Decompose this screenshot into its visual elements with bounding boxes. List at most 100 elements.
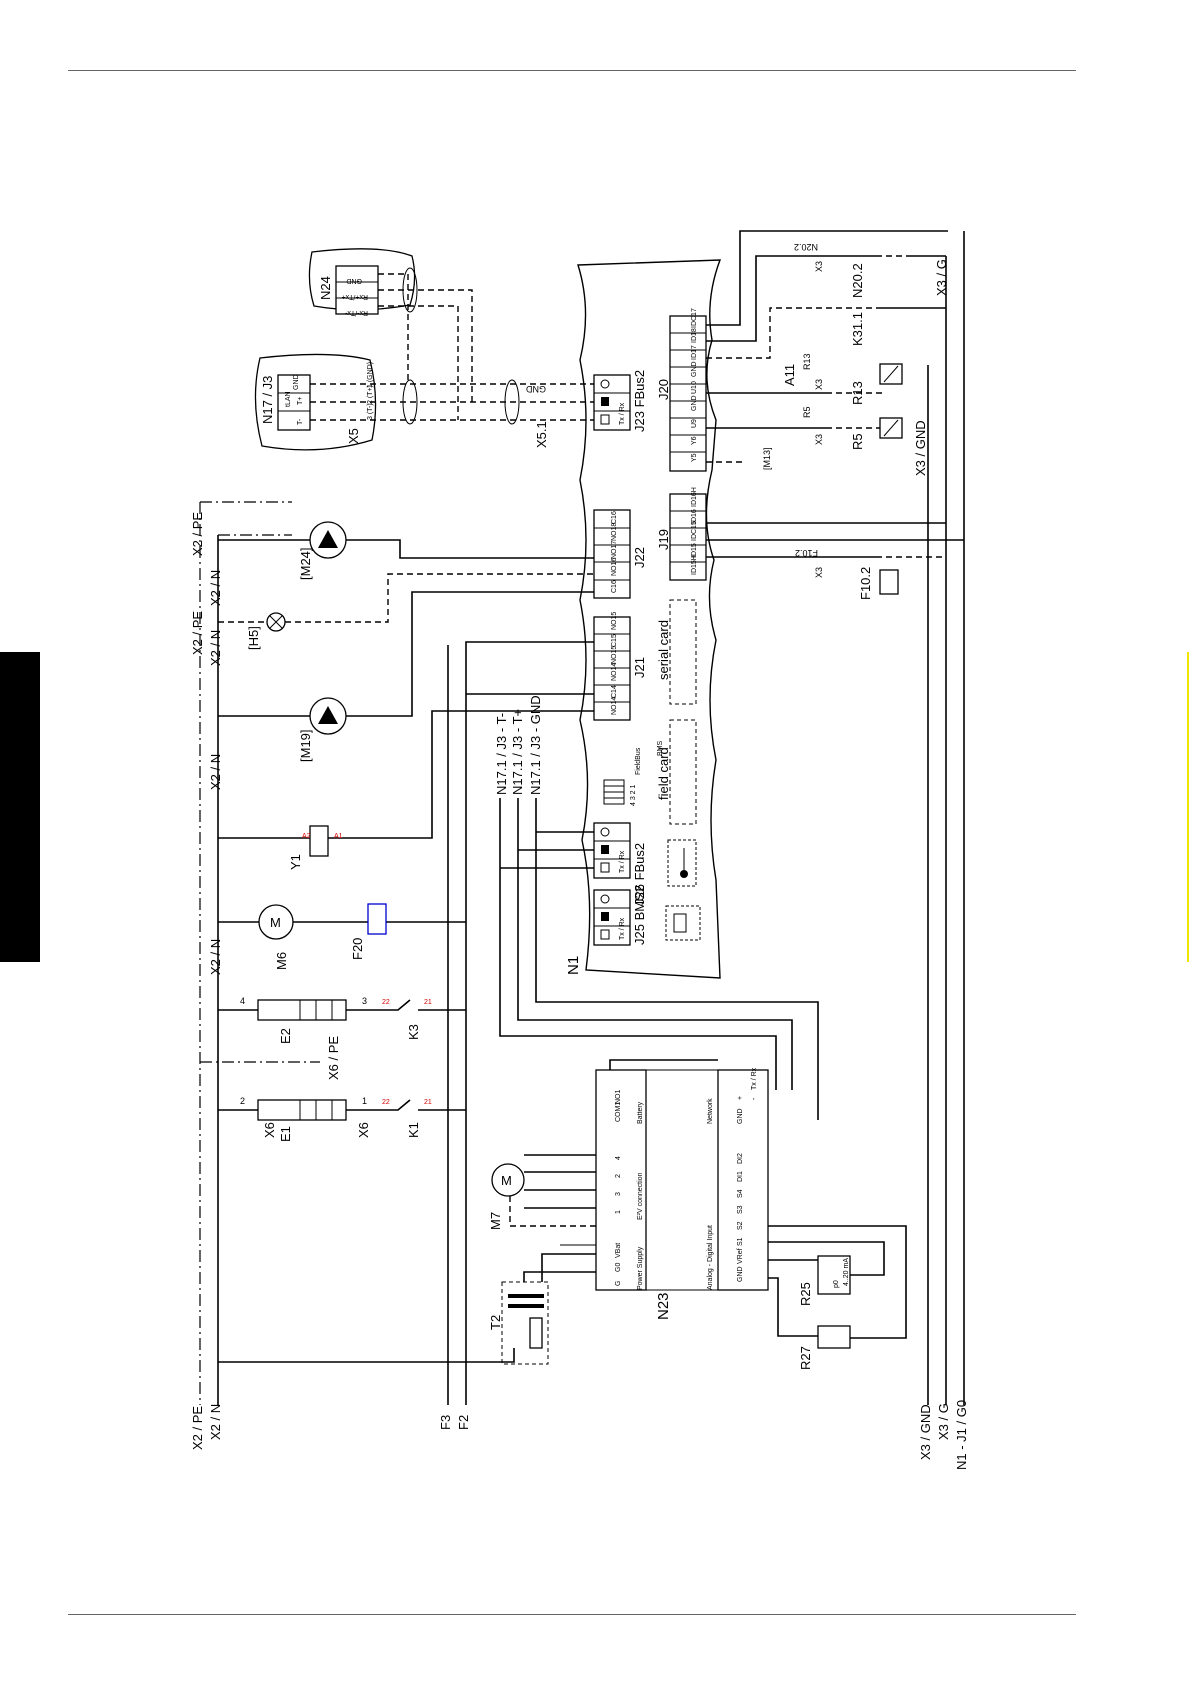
r5-x3: X3 — [814, 434, 824, 445]
x2-pe-bottom: X2 / PE — [190, 1406, 205, 1450]
field-card-label: field card — [656, 747, 671, 800]
left-bus: X2 / PE X2 / N X2 / PE X2 / N X2 / N X2 … — [190, 501, 471, 1450]
n17-j3-box: GND tLAN T+ T- N17 / J3 1 (GND) 2 (T+) 3… — [254, 353, 377, 451]
x3-gnd-top: X3 / GND — [913, 420, 928, 476]
n23-battery: Battery — [637, 1101, 644, 1124]
t2-transformer: T2 — [218, 1253, 596, 1365]
n23-pin1: 1 — [615, 1210, 622, 1214]
e2-label: E2 — [278, 1028, 293, 1044]
n23-g: G — [615, 1281, 622, 1286]
n20-2-x3: X3 — [814, 261, 824, 272]
n23-analog: Analog - Digital Input — [707, 1225, 714, 1290]
f10-2-wire-label: F10.2 — [795, 548, 818, 558]
pin-3: 3 (T-) — [367, 403, 374, 420]
j20-pin-8: IDC17 — [691, 308, 698, 328]
j19-connector: ID15H ID15 IDC15 ID16 ID16H J19 — [656, 487, 707, 581]
n23-plus: + — [737, 1096, 744, 1100]
j22-label: J22 — [632, 547, 647, 568]
n20-2-wire-label: N20.2 — [794, 242, 818, 252]
n17-gnd: GND — [293, 374, 300, 390]
n23-gnd-net: GND — [737, 1108, 744, 1124]
x5-label: X5 — [346, 428, 361, 444]
j22-pin-1: NO16 — [611, 558, 618, 576]
section-tab-black — [0, 652, 40, 962]
m19-pump: [M19] — [218, 591, 594, 762]
n23-module: N23 COM1 NO1 Battery VBat G0 G Power Sup… — [595, 1059, 769, 1320]
j26-txrx: Tx / Rx — [619, 850, 626, 873]
n23-vref: VRef — [737, 1248, 744, 1264]
j23-connector: Tx / Rx J23 FBus2 — [593, 370, 647, 432]
j20-pin-5: GND — [691, 361, 698, 377]
j26-connector: Tx / Rx J26 FBus2 — [593, 822, 647, 905]
m24-pump: [M24] — [218, 521, 594, 580]
j21-connector: NO14 C14 NO14 NO15 C15 NO15 J21 — [593, 612, 647, 721]
x2-n-2: X2 / N — [208, 630, 223, 666]
j21-pin-3: NO15 — [611, 646, 618, 664]
e2-pin4: 4 — [240, 996, 245, 1006]
bus-dashed-wiring: GND X5.1 — [310, 267, 594, 448]
n23-com1: COM1 — [615, 1102, 622, 1122]
section-tab-yellow — [1187, 652, 1189, 962]
x2-pe-2: X2 / PE — [190, 611, 205, 655]
e1-pin2: 2 — [240, 1096, 245, 1106]
n23-pin3: 3 — [615, 1192, 622, 1196]
n23-di2: DI2 — [737, 1153, 744, 1164]
m7-m: M — [501, 1173, 512, 1188]
x2-pe-1: X2 / PE — [190, 512, 205, 556]
k3-21: 21 — [424, 999, 432, 1006]
n24-gnd: GND — [346, 277, 362, 284]
j20-label: J20 — [656, 379, 671, 400]
n17-1-wiring: N17.1 / J3 - T- N17.1 / J3 - T+ N17.1 / … — [494, 695, 819, 1120]
j22-pin-4: C16 — [611, 511, 618, 524]
n23-s3: S3 — [737, 1205, 744, 1214]
k31-1-label: K31.1 — [850, 312, 865, 346]
h5-lamp: [H5] — [218, 573, 594, 650]
f10-2-label: F10.2 — [858, 567, 873, 600]
e1-label: E1 — [278, 1126, 293, 1142]
e1-pin1: 1 — [362, 1096, 367, 1106]
n1-label: N1 — [565, 956, 582, 975]
m6-label: M6 — [274, 952, 289, 970]
n23-vbat: VBat — [615, 1243, 622, 1258]
x3-gnd-bottom: X3 / GND — [918, 1404, 933, 1460]
k3-22: 22 — [382, 999, 390, 1006]
j22-pin-0: C16 — [611, 580, 618, 593]
display-port-icon — [665, 905, 701, 941]
j22-pin-3: NO18 — [611, 523, 618, 541]
n23-di1: DI1 — [737, 1171, 744, 1182]
n24-rxtxp: Rx+/Tx+ — [342, 293, 368, 300]
n1-j1-g0: N1 - J1 / G0 — [954, 1400, 969, 1470]
m7-eev-motor: M M7 — [488, 1154, 596, 1246]
x2-n-3: X2 / N — [208, 754, 223, 790]
r25-label: R25 — [798, 1282, 813, 1306]
m6-m: M — [270, 915, 281, 930]
j20-pin-1: Y6 — [691, 436, 698, 445]
r5-label-small: R5 — [802, 406, 812, 418]
j21-pin-5: NO15 — [611, 612, 618, 630]
x5-1-label: X5.1 — [534, 421, 549, 448]
j20-pin-2: U9 — [691, 419, 698, 428]
pin-2: 2 (T+) — [367, 385, 374, 404]
y1-a2: A2 — [302, 833, 311, 840]
j20-pin-4: U10 — [691, 381, 698, 394]
r27-sensor — [817, 1325, 851, 1349]
bms-label: BMS — [657, 741, 664, 757]
j20-pin-7: ID18 — [691, 328, 698, 343]
j20-pin-3: GND — [691, 395, 698, 411]
r25-r27-sensors: p0 4..20 mA R25 R27 — [768, 1225, 907, 1370]
f10-2-x3: X3 — [814, 567, 824, 578]
e2-pin3: 3 — [362, 996, 367, 1006]
j23-label: J23 FBus2 — [632, 370, 647, 432]
usb-port-icon — [667, 839, 697, 887]
n23-g0: G0 — [615, 1263, 622, 1272]
x2-n-1: X2 / N — [208, 570, 223, 606]
f20-label: F20 — [350, 938, 365, 960]
n23-power-supply: Power Supply — [637, 1246, 644, 1290]
n23-no1: NO1 — [615, 1090, 622, 1105]
j25-connector: Tx / Rx J25 BMS2 — [593, 885, 647, 946]
m24-label: [M24] — [298, 547, 313, 580]
n20-2-label: N20.2 — [850, 263, 865, 298]
y1-label: Y1 — [288, 854, 303, 870]
h5-label: [H5] — [246, 626, 261, 650]
